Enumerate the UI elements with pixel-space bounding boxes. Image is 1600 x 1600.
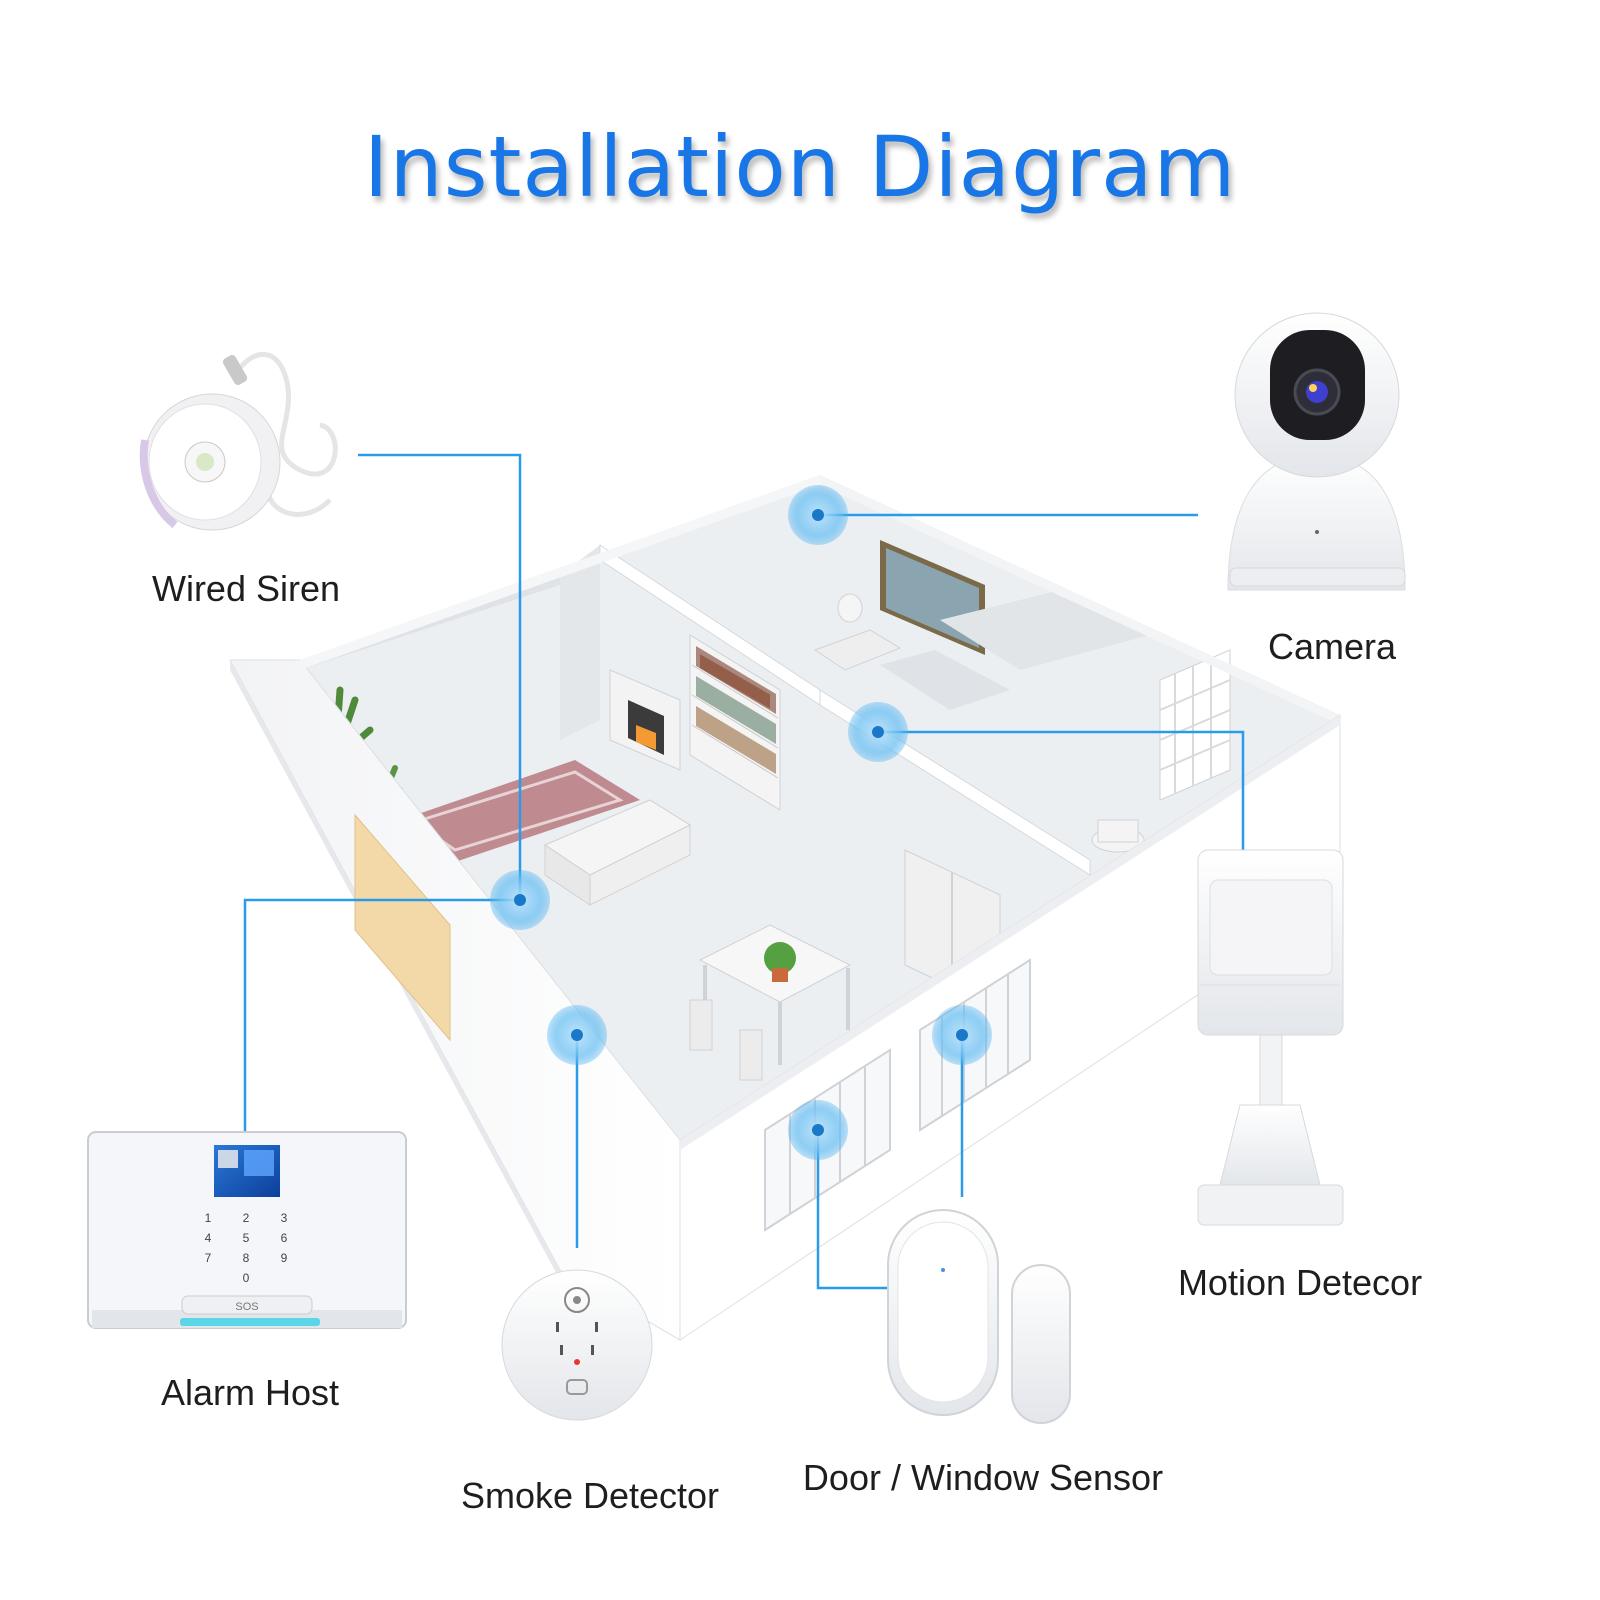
motion-detector-icon xyxy=(1197,849,1344,1226)
keypad-key[interactable]: 1 xyxy=(205,1211,212,1225)
alarm-host-icon: 1 2 3 4 5 6 7 8 9 0 SOS xyxy=(87,1131,407,1329)
smoke-detector-icon xyxy=(501,1269,653,1421)
keypad: 1 2 3 4 5 6 7 8 9 0 xyxy=(205,1211,288,1285)
keypad-key[interactable]: 4 xyxy=(205,1231,212,1245)
keypad-key[interactable]: 5 xyxy=(243,1231,250,1245)
sofa xyxy=(543,799,692,906)
label-wired-siren: Wired Siren xyxy=(151,568,341,609)
dining-table xyxy=(689,924,852,1081)
bookcase xyxy=(689,634,781,811)
page-title: Installation Diagram xyxy=(363,118,1237,216)
siren-icon xyxy=(139,351,338,531)
keypad-key[interactable]: 9 xyxy=(281,1251,288,1265)
hotspot-siren-host[interactable] xyxy=(490,870,550,930)
hotspot-motion[interactable] xyxy=(848,702,908,762)
hotspot-door-a[interactable] xyxy=(788,1100,848,1160)
sos-button[interactable]: SOS xyxy=(235,1301,258,1313)
living-room-rug xyxy=(395,760,640,862)
door-connector-a xyxy=(816,1130,890,1290)
keypad-key[interactable]: 6 xyxy=(281,1231,288,1245)
front-door xyxy=(354,813,451,1042)
door-sensor-icon xyxy=(887,1209,1071,1424)
house-illustration xyxy=(229,475,1341,1341)
hotspots xyxy=(490,485,992,1160)
sos-panel: SOS xyxy=(181,1295,313,1315)
hotspot-smoke[interactable] xyxy=(547,1005,607,1065)
label-smoke-detector: Smoke Detector xyxy=(460,1475,720,1516)
hotspot-door-b[interactable] xyxy=(932,1005,992,1065)
label-camera: Camera xyxy=(1267,626,1397,667)
label-door-window-sensor: Door / Window Sensor xyxy=(802,1457,1164,1498)
camera-icon xyxy=(1227,312,1406,591)
host-connector xyxy=(243,898,520,1132)
label-alarm-host: Alarm Host xyxy=(160,1372,340,1413)
motion-connector xyxy=(878,730,1245,850)
bathroom xyxy=(1091,649,1231,853)
keypad-key[interactable]: 7 xyxy=(205,1251,212,1265)
siren-connector xyxy=(358,453,522,900)
hotspot-camera[interactable] xyxy=(788,485,848,545)
keypad-key[interactable]: 8 xyxy=(243,1251,250,1265)
keypad-key[interactable]: 2 xyxy=(243,1211,250,1225)
keypad-key[interactable]: 3 xyxy=(281,1211,288,1225)
keypad-key[interactable]: 0 xyxy=(243,1271,250,1285)
fireplace xyxy=(609,669,681,771)
label-motion-detector: Motion Detecor xyxy=(1177,1262,1423,1303)
